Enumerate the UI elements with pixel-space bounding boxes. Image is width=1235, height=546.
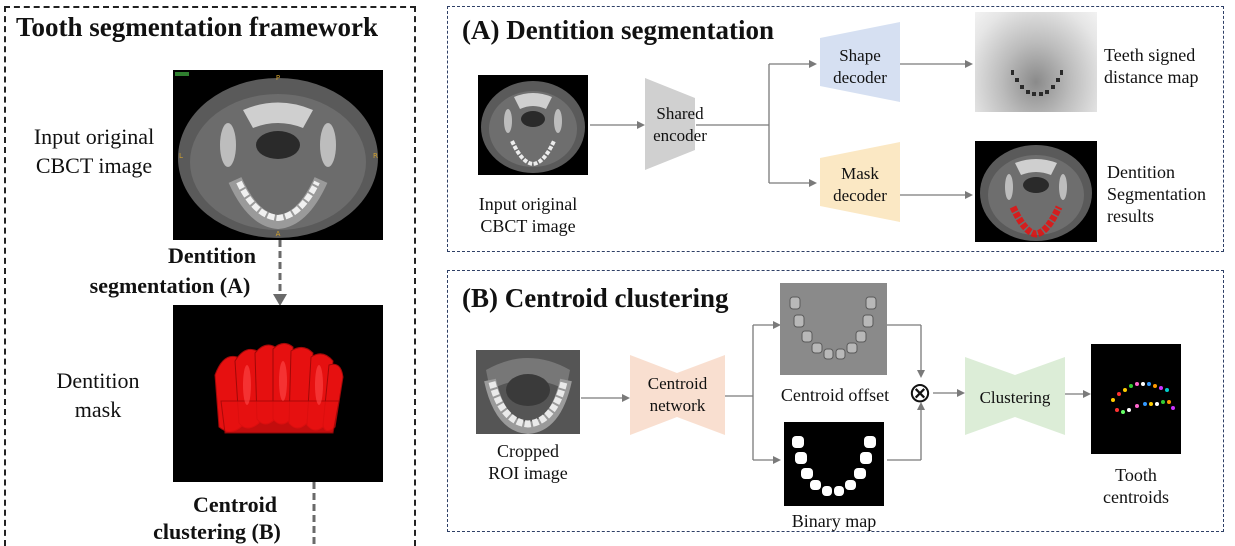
tooth-centroids-image <box>1091 344 1181 454</box>
framework-title: Tooth segmentation framework <box>16 12 378 42</box>
panel-a-input-label: Input original CBCT image <box>478 194 578 236</box>
svg-text:P: P <box>276 74 280 82</box>
cbct-image: P A L R <box>173 70 383 240</box>
segmentation-result-label: Dentition Segmentation results <box>1107 162 1206 226</box>
framework-arrow-continue <box>312 482 316 546</box>
shape-decoder-label: Shape decoder <box>833 46 887 87</box>
dentition-mask-image <box>173 305 383 482</box>
centroid-offset-label: Centroid offset <box>780 385 890 405</box>
svg-text:A: A <box>276 230 281 238</box>
segmentation-result-image <box>975 141 1097 242</box>
svg-text:R: R <box>373 152 378 160</box>
framework-step-b-label-2: clustering (B) <box>153 519 281 544</box>
centroid-network-label: Centroid network <box>647 374 708 415</box>
roi-label: Cropped ROI image <box>488 441 568 483</box>
shape-decoder-shape <box>820 22 900 102</box>
sdm-image <box>975 12 1097 112</box>
panel-b-title: (B) Centroid clustering <box>462 283 729 313</box>
shared-encoder-shape <box>645 78 695 170</box>
cropped-roi-image <box>476 350 580 434</box>
sdm-label: Teeth signed distance map <box>1104 45 1199 87</box>
panel-b <box>447 270 1224 532</box>
binary-map-image <box>784 422 884 506</box>
centroid-offset-image <box>780 283 887 375</box>
binary-map-label: Binary map <box>791 511 877 531</box>
centroid-network-shape <box>630 355 725 435</box>
shared-encoder-label: Shared encoder <box>653 104 707 145</box>
framework-input-label: Input original CBCT image <box>33 124 155 178</box>
panel-a-input-image <box>478 75 588 175</box>
framework-arrow-down <box>273 240 287 306</box>
combine-operator-icon: ⊗ <box>908 376 932 409</box>
framework-panel <box>4 6 416 546</box>
clustering-shape <box>965 357 1065 435</box>
framework-mask-label: Dentition mask <box>56 368 140 422</box>
framework-step-a-label: Dentition <box>168 243 256 268</box>
panel-a-arrows <box>590 60 973 199</box>
panel-a-title: (A) Dentition segmentation <box>462 15 774 45</box>
tooth-centroids-label: Tooth centroids <box>1103 465 1169 507</box>
clustering-label: Clustering <box>979 388 1051 407</box>
panel-a <box>447 6 1224 252</box>
framework-step-b-label: Centroid <box>193 492 277 517</box>
mask-decoder-shape <box>820 142 900 222</box>
panel-b-arrows <box>581 321 1091 464</box>
mask-decoder-label: Mask decoder <box>833 164 887 205</box>
svg-text:L: L <box>179 152 183 160</box>
framework-step-a-label-2: segmentation (A) <box>89 273 251 298</box>
